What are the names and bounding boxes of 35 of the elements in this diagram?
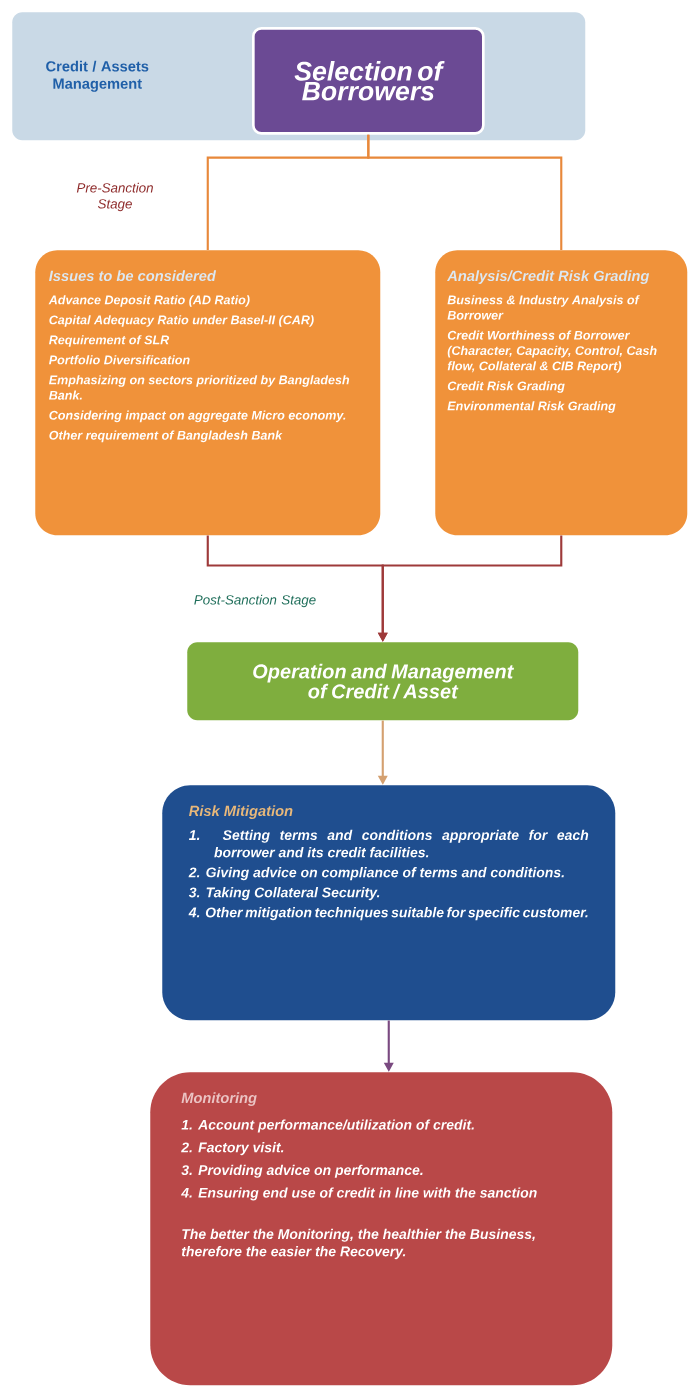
list-item: Credit Worthiness of Borrower (Character, Capacity, Control, Cash flow, Collateral & CIB Report)	[447, 330, 657, 373]
box-heading: Risk Mitigation	[189, 805, 293, 819]
process-box	[435, 250, 688, 536]
list-item: 2. Giving advice on compliance of terms and conditions.	[188, 867, 564, 881]
list-item: 4. Other mitigation techniques suitable for specific customer.	[188, 907, 588, 921]
process-box	[187, 642, 579, 721]
list-item: 3. Providing advice on performance.	[181, 1164, 423, 1178]
list-item: 4. Ensuring end use of credit in line with the sanction	[181, 1187, 537, 1201]
list-item: Other requirement of Bangladesh Bank	[49, 430, 283, 443]
list-item: 2. Factory visit.	[181, 1142, 284, 1156]
list-item: 3. Taking Collateral Security.	[188, 887, 380, 901]
list-item: Credit Risk Grading	[447, 381, 565, 393]
list-item: Portfolio Diversification	[49, 355, 190, 365]
list-item: 1. Setting terms and conditions appropriate for each borrower and its credit facilities.	[189, 829, 589, 858]
band-label: Credit / Assets Management	[46, 60, 149, 92]
list-item: Business & Industry Analysis of Borrower	[447, 295, 640, 320]
note-text: The better the Monitoring, the healthier the Business, therefore the easier the Recovery.	[181, 1228, 535, 1260]
list-item: 1. Account performance/utilization of credit.	[181, 1119, 474, 1133]
box-heading: Analysis/Credit Risk Grading	[446, 270, 650, 284]
list-item: Environmental Risk Grading	[447, 401, 616, 413]
box-heading: Monitoring	[181, 1092, 257, 1106]
list-item: Emphasizing on sectors prioritized by Bangladesh Bank.	[49, 375, 350, 400]
list-item: Advance Deposit Ratio (AD Ratio)	[48, 295, 250, 307]
process-box	[150, 1072, 613, 1386]
list-item: Requirement of SLR	[49, 335, 170, 347]
stage-label: Pre-Sanction Stage	[76, 182, 153, 212]
box-title: Selection of Borrowers	[294, 61, 445, 101]
box-title: Operation and Management of Credit / Asset	[253, 663, 514, 699]
process-box	[252, 27, 485, 135]
box-heading: Issues to be considered	[49, 270, 217, 282]
list-item: Capital Adequacy Ratio under Basel-II (CAR)	[49, 315, 314, 327]
list-item: Considering impact on aggregate Micro economy.	[49, 410, 346, 423]
process-box	[35, 250, 381, 536]
stage-label: Post-Sanction Stage	[194, 594, 316, 608]
process-box	[162, 785, 616, 1021]
